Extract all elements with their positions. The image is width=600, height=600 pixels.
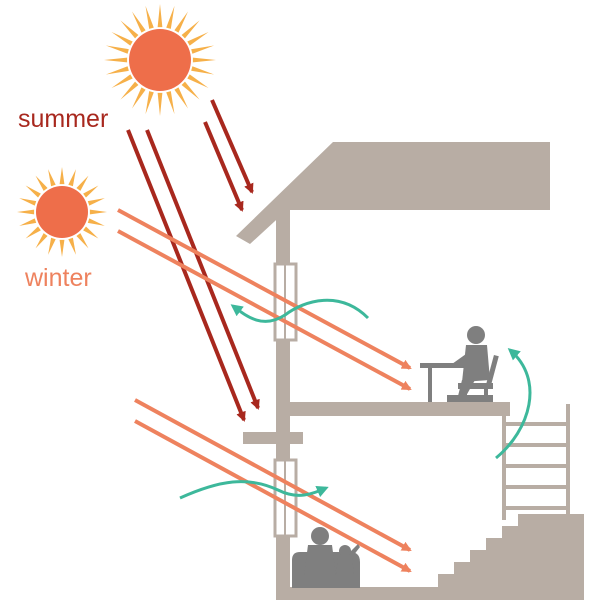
- sun-ray: [192, 57, 216, 63]
- sun-ray: [174, 87, 188, 109]
- summer-ray-4: [126, 129, 246, 422]
- summer-ray-1: [210, 99, 254, 194]
- person-body: [462, 345, 490, 382]
- sun-ray: [59, 167, 65, 185]
- sun-ray: [181, 20, 200, 39]
- summer-sunlight-rays: [126, 99, 260, 422]
- child-head: [339, 545, 351, 557]
- summer-sun-rays: [104, 4, 216, 116]
- sun-ray: [25, 226, 41, 239]
- sun-ray: [104, 57, 128, 63]
- sun-ray: [181, 81, 200, 100]
- airflow-upper-icon: [230, 298, 370, 323]
- summer-label: summer: [18, 105, 108, 133]
- sun-ray: [17, 209, 35, 215]
- sun-ray: [68, 237, 76, 255]
- sun-ray: [120, 20, 139, 39]
- sun-ray: [120, 81, 139, 100]
- sun-ray: [48, 169, 56, 187]
- sun-ray: [19, 218, 37, 226]
- summer-ray-2: [203, 121, 244, 212]
- desk-with-person: [420, 326, 499, 402]
- adult-head: [311, 527, 329, 545]
- sun-ray: [35, 175, 48, 191]
- sun-ray: [25, 185, 41, 198]
- sun-ray: [166, 91, 175, 115]
- summer-sun-icon: [104, 4, 216, 116]
- sun-ray: [35, 233, 48, 249]
- person-head: [467, 326, 485, 344]
- sun-ray: [157, 4, 163, 28]
- winter-ray-2: [117, 229, 412, 391]
- staircase: [438, 514, 584, 600]
- sun-ray: [187, 32, 209, 46]
- sun-ray: [111, 74, 133, 88]
- sun-ray: [132, 87, 146, 109]
- summer-ray-3: [145, 129, 260, 410]
- winter-sun-icon: [17, 167, 107, 257]
- sun-ray: [87, 218, 105, 226]
- sun-ray: [76, 175, 89, 191]
- sun-ray: [59, 239, 65, 257]
- sun-ray: [83, 226, 99, 239]
- sun-ray: [157, 92, 163, 116]
- child-body: [336, 556, 354, 574]
- sun-ray: [191, 66, 215, 75]
- sun-ray: [105, 45, 129, 54]
- sun-ray: [174, 11, 188, 33]
- seated-people: [292, 527, 360, 588]
- sun-ray: [111, 32, 133, 46]
- winter-ray-4: [134, 419, 412, 573]
- winter-ray-3: [134, 398, 412, 552]
- sun-ray: [68, 169, 76, 187]
- winter-ray-1: [117, 208, 412, 370]
- sun-ray: [105, 66, 129, 75]
- sun-ray: [83, 185, 99, 198]
- sun-ray: [19, 198, 37, 206]
- sun-ray: [187, 74, 209, 88]
- sun-ray: [89, 209, 107, 215]
- sun-ray: [48, 237, 56, 255]
- sun-ray: [166, 5, 175, 29]
- sun-ray: [145, 5, 154, 29]
- winter-sunlight-rays: [117, 208, 412, 573]
- sun-ray: [145, 91, 154, 115]
- ladder: [502, 404, 570, 520]
- roof: [236, 142, 550, 244]
- airflow-lower-icon: [179, 480, 329, 500]
- second-floor-slab: [276, 402, 510, 416]
- sun-ray: [87, 198, 105, 206]
- sun-ray: [191, 45, 215, 54]
- airflow-arrows: [179, 298, 532, 500]
- airflow-stairs-icon: [495, 348, 532, 460]
- winter-label: winter: [24, 264, 92, 292]
- adult-body: [304, 545, 336, 575]
- sun-ray: [76, 233, 89, 249]
- winter-sun-rays: [17, 167, 107, 257]
- sun-ray: [132, 11, 146, 33]
- chair-seat: [458, 383, 493, 389]
- eave-ledge: [243, 432, 303, 444]
- house-structure: [236, 142, 584, 600]
